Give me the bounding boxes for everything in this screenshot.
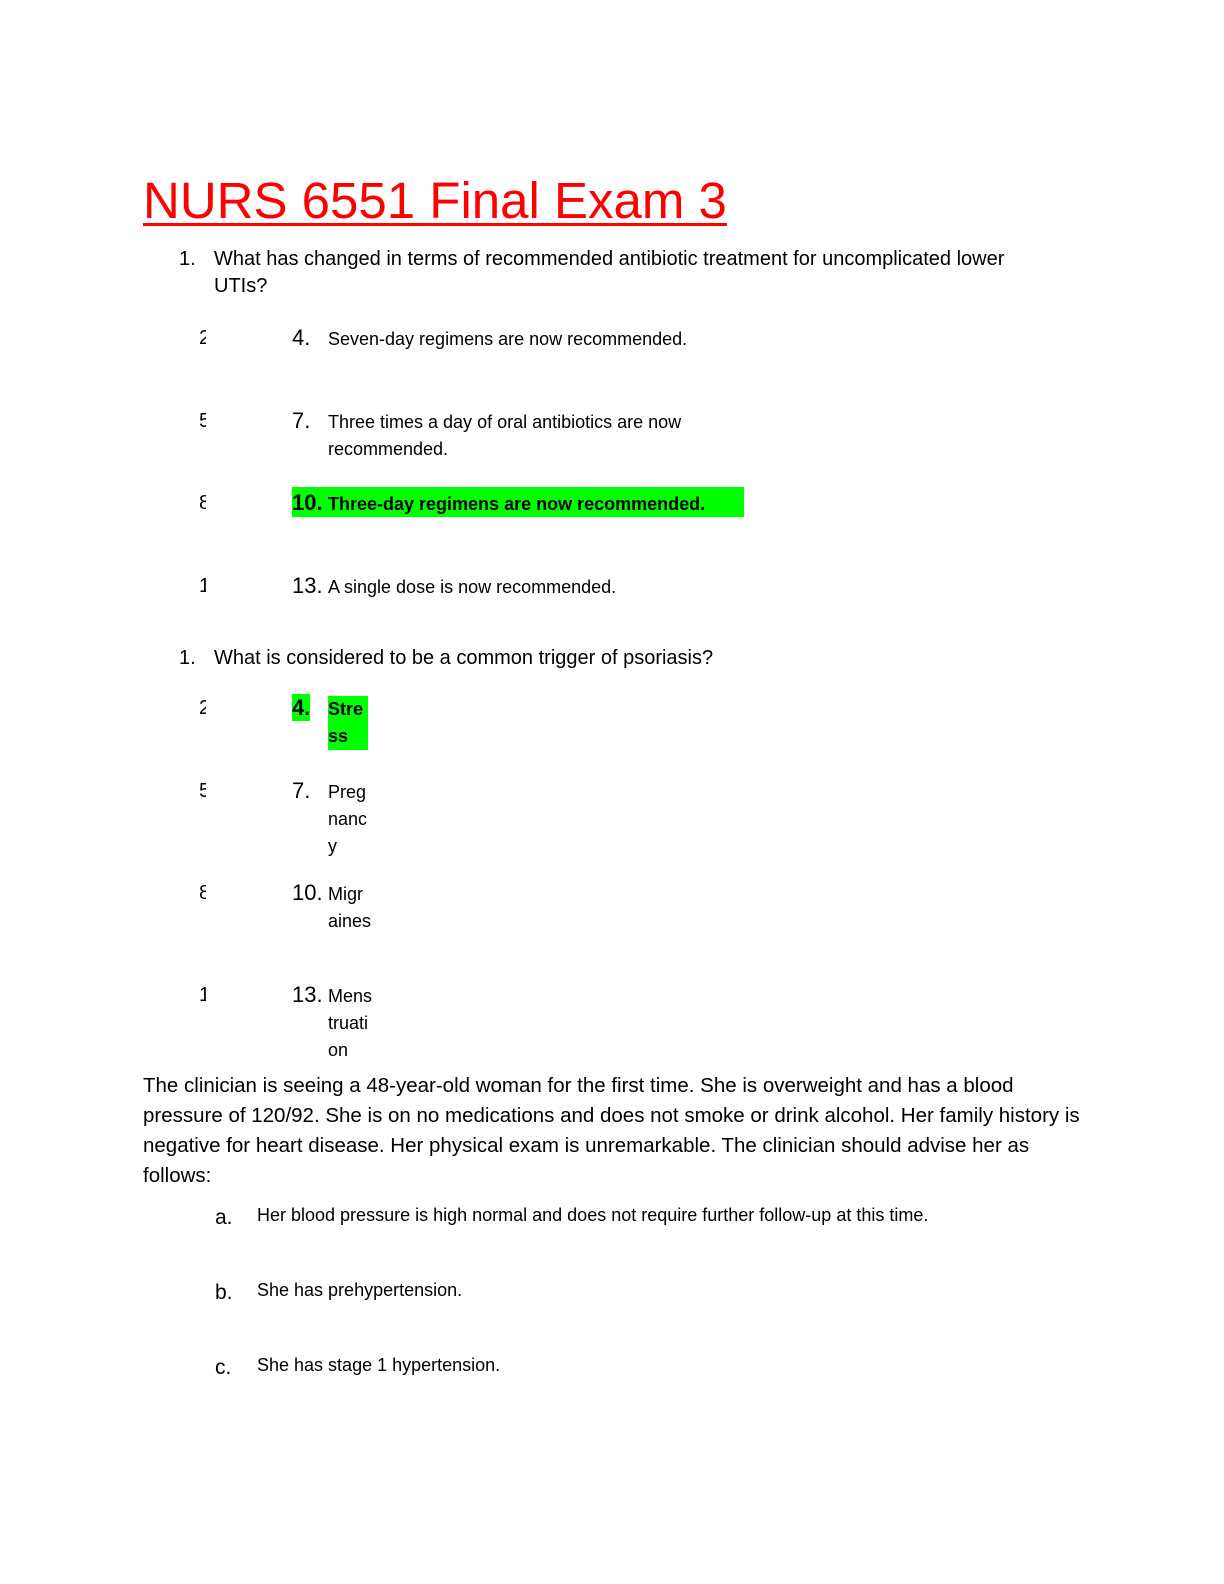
option-number: 10. — [292, 490, 323, 515]
document-title: NURS 6551 Final Exam 3 — [143, 172, 727, 229]
option-text: Pregnancy — [328, 782, 368, 856]
option-letter: a. — [215, 1206, 233, 1229]
option-text: She has stage 1 hypertension. — [257, 1355, 501, 1375]
answer-highlight — [292, 487, 744, 517]
option-number: 13. — [292, 982, 323, 1007]
option-text: She has prehypertension. — [257, 1280, 463, 1300]
case-question-text: The clinician is seeing a 48-year-old wo… — [143, 1074, 1080, 1187]
clipped-number: 8 — [199, 492, 206, 514]
clipped-number: 8 — [199, 882, 206, 904]
option-text: Migraines — [328, 884, 372, 931]
option-text: Stress — [328, 696, 368, 750]
question-number: 1. — [179, 647, 196, 669]
option-number: 10. — [292, 880, 323, 905]
clipped-number: 2 — [199, 697, 206, 719]
clipped-number: 2 — [199, 327, 206, 349]
option-number: 13. — [292, 573, 323, 598]
option-text: Seven-day regimens are now recommended. — [328, 329, 688, 349]
option-number: 7. — [292, 778, 311, 803]
clipped-number: 5 — [199, 780, 206, 802]
option-text: Three-day regimens are now recommended. — [328, 494, 706, 514]
option-number: 4. — [292, 694, 311, 721]
question-text: What has changed in terms of recommended… — [214, 248, 1005, 297]
question-number: 1. — [179, 248, 196, 270]
option-number: 7. — [292, 408, 311, 433]
option-number: 4. — [292, 325, 311, 350]
clipped-number: 1 — [199, 984, 206, 1006]
clipped-number: 5 — [199, 410, 206, 432]
option-text: Her blood pressure is high normal and do… — [257, 1205, 929, 1225]
clipped-number: 1 — [199, 575, 206, 597]
option-letter: b. — [215, 1281, 233, 1304]
option-text: Three times a day of oral antibiotics ar… — [328, 412, 682, 459]
question-text: What is considered to be a common trigge… — [214, 647, 714, 669]
option-letter: c. — [215, 1356, 232, 1379]
option-text: Menstruation — [328, 986, 373, 1060]
option-text: A single dose is now recommended. — [328, 577, 617, 597]
